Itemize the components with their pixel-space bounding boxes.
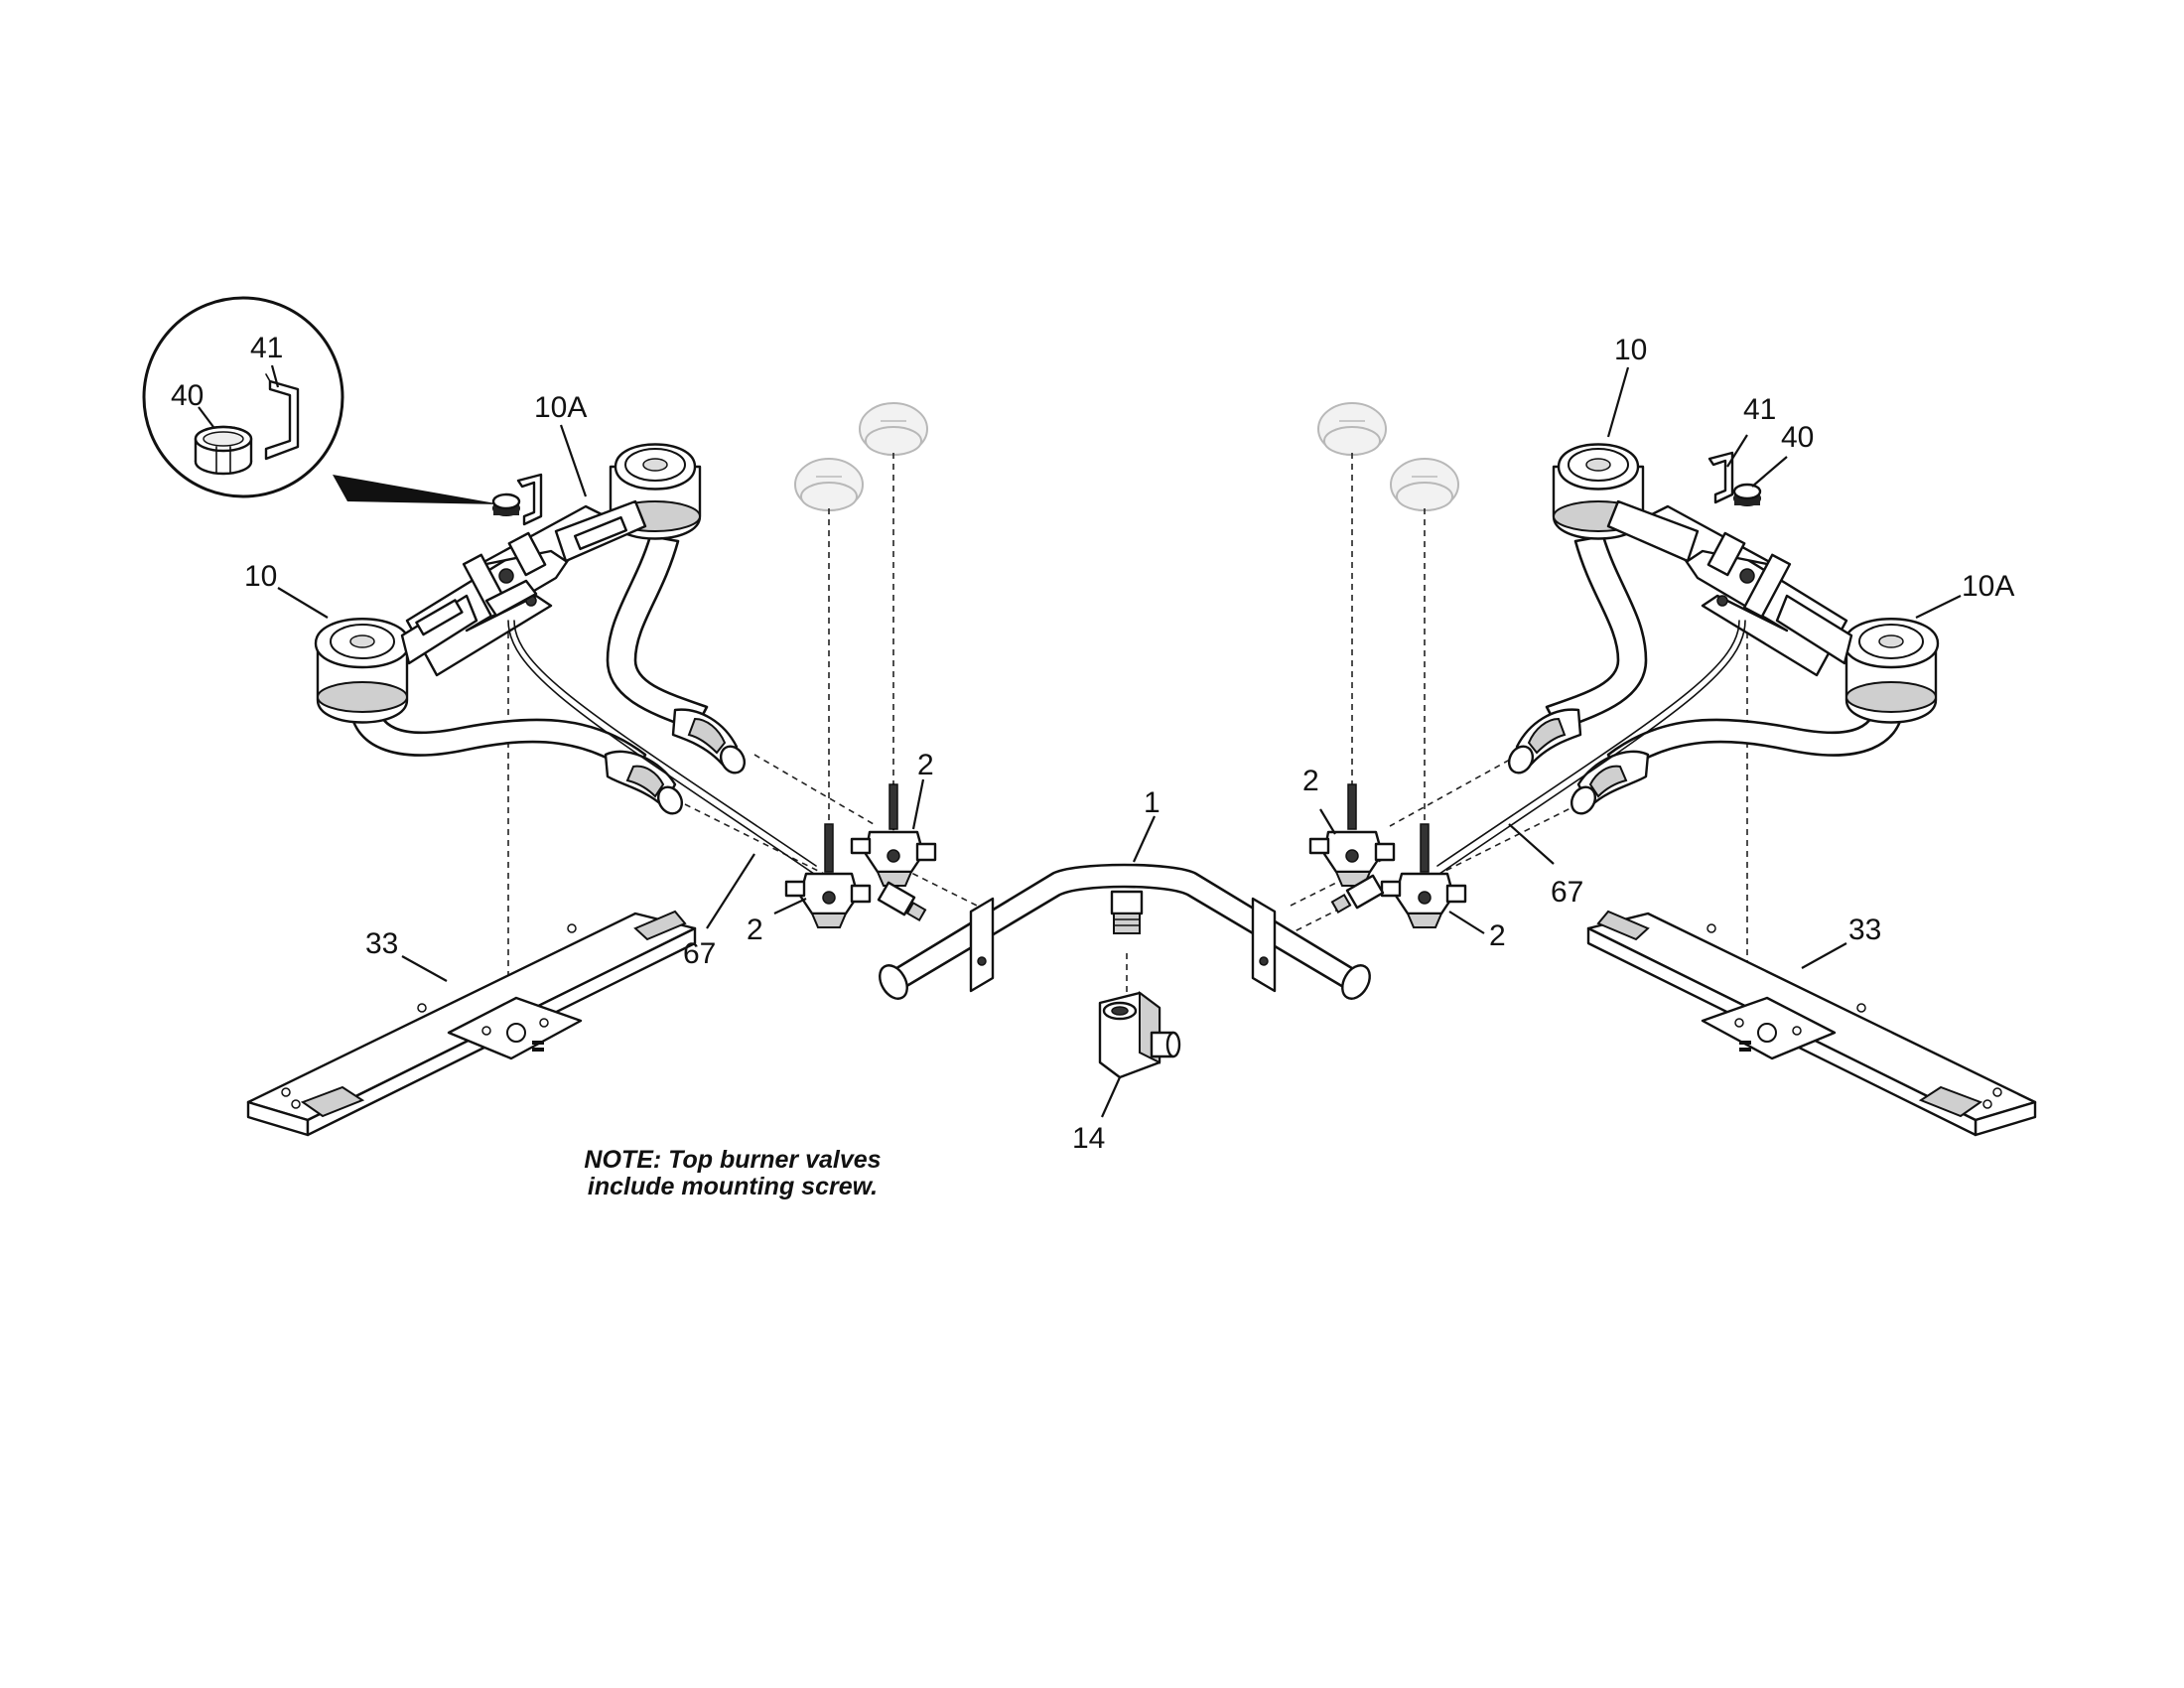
knob-ghost-left-2 bbox=[859, 402, 928, 456]
knob-ghost-right-2 bbox=[1390, 458, 1459, 511]
left-burner-head-10 bbox=[314, 594, 478, 724]
callout-labels: 41 40 10A 10 2 2 67 33 1 14 10 41 40 10A… bbox=[171, 332, 2014, 1155]
callout-right-2-upper: 2 bbox=[1302, 765, 1319, 797]
detail-ring-40 bbox=[194, 425, 253, 476]
detail-magnifier bbox=[142, 296, 501, 504]
callout-regulator-14: 14 bbox=[1072, 1122, 1105, 1155]
callout-left-10a: 10A bbox=[534, 391, 587, 424]
callout-left-detail-41: 41 bbox=[250, 332, 283, 364]
left-valve-upper bbox=[850, 782, 937, 887]
note-line-1: NOTE: Top burner valves bbox=[584, 1146, 881, 1174]
assembly-note: NOTE: Top burner valves include mounting… bbox=[584, 1146, 881, 1200]
right-valve-upper bbox=[1308, 783, 1396, 887]
callout-right-40: 40 bbox=[1781, 421, 1814, 454]
callout-right-10a: 10A bbox=[1962, 570, 2014, 603]
right-orifice-fitting bbox=[1330, 874, 1385, 914]
left-clip-41 bbox=[516, 473, 543, 526]
note-line-2: include mounting screw. bbox=[588, 1173, 878, 1200]
detail-clip-41 bbox=[264, 373, 300, 461]
manifold-pipe bbox=[879, 863, 1371, 1000]
callout-right-33: 33 bbox=[1848, 914, 1881, 946]
knob-ghost-right-1 bbox=[1317, 402, 1387, 456]
callout-left-67: 67 bbox=[683, 937, 716, 970]
pressure-regulator bbox=[1098, 991, 1181, 1079]
callout-right-10: 10 bbox=[1614, 334, 1647, 366]
callout-left-2-upper: 2 bbox=[917, 749, 934, 781]
right-ring-40 bbox=[1732, 483, 1762, 506]
right-mounting-bracket-33 bbox=[1586, 910, 2037, 1137]
callout-right-2-lower: 2 bbox=[1489, 919, 1506, 952]
left-burner-assembly bbox=[314, 443, 817, 875]
callout-manifold-1: 1 bbox=[1144, 786, 1160, 819]
right-burner-assembly bbox=[1436, 443, 1940, 875]
knob-ghost-left-1 bbox=[794, 458, 864, 511]
right-valve-lower bbox=[1380, 823, 1467, 928]
callout-left-2-lower: 2 bbox=[747, 914, 763, 946]
left-ring-40 bbox=[491, 492, 521, 516]
leader-lines bbox=[198, 364, 1962, 1118]
callout-left-detail-40: 40 bbox=[171, 379, 204, 412]
left-venturi-lower bbox=[604, 750, 684, 815]
left-burner-head-10a bbox=[554, 443, 702, 563]
callout-right-41: 41 bbox=[1743, 393, 1776, 426]
left-mounting-bracket-33 bbox=[246, 910, 697, 1137]
callout-right-67: 67 bbox=[1551, 876, 1583, 909]
left-valve-lower bbox=[784, 823, 872, 928]
right-clip-41 bbox=[1707, 451, 1734, 504]
left-orifice-fitting bbox=[877, 881, 927, 922]
callout-left-10: 10 bbox=[244, 560, 277, 593]
left-venturi-upper bbox=[671, 708, 747, 774]
callout-left-33: 33 bbox=[365, 927, 398, 960]
